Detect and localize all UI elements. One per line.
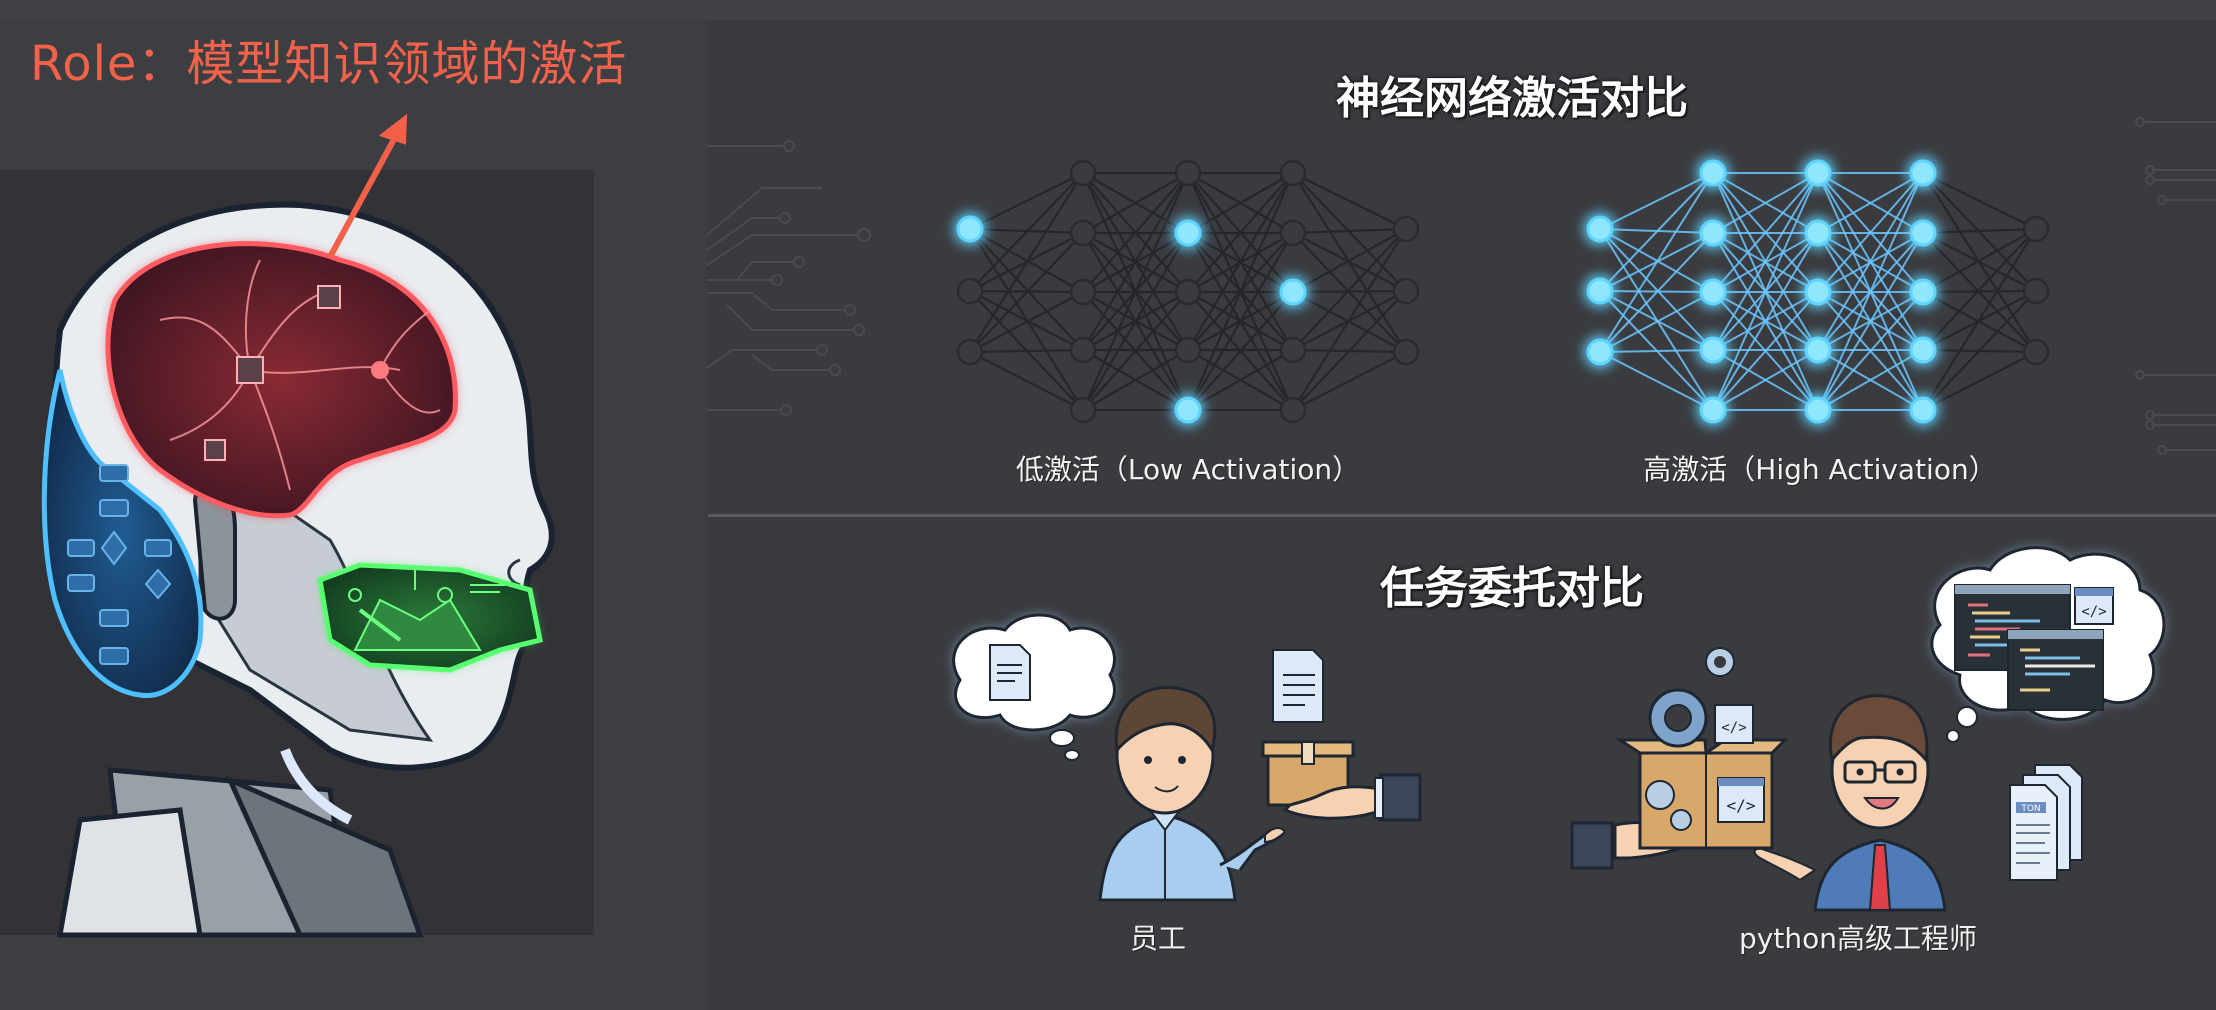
svg-text:</>: </> [2081,604,2106,620]
inactive-neuron [1069,278,1097,306]
high-activation-network [1584,157,2050,426]
inactive-neuron [956,277,984,305]
inactive-neuron [1279,219,1307,247]
high-activation-label: 高激活（High Activation） [1643,453,1997,486]
inactive-neuron [1069,336,1097,364]
active-neuron [1909,219,1937,247]
employee-thought-cloud [952,613,1116,761]
engineer-illustration: </> </> </> [1570,546,2166,912]
active-neuron [1586,277,1614,305]
inactive-neuron [1392,215,1420,243]
inactive-neuron [1174,336,1202,364]
svg-text:</>: </> [1721,720,1746,736]
active-neuron [956,215,984,243]
inactive-neuron [1174,278,1202,306]
low-activation-network [954,159,1420,426]
active-neuron [1804,159,1832,187]
employee-illustration [952,613,1422,902]
pointer-arrow [327,113,408,259]
active-neuron [1804,219,1832,247]
inactive-neuron [956,338,984,366]
code-icon [1714,704,1754,744]
inactive-neuron [1279,336,1307,364]
active-neuron [1909,396,1937,424]
circuit-decoration-left [706,140,871,416]
active-neuron [1279,278,1307,306]
delegation-comparison-title: 任务委托对比 [1380,563,1644,614]
inactive-neuron [1392,338,1420,366]
engineer-label: python高级工程师 [1739,922,1977,955]
role-title: Role：模型知识领域的激活 [30,36,628,92]
active-neuron [1174,396,1202,424]
inactive-neuron [1174,159,1202,187]
inactive-neuron [2022,277,2050,305]
inactive-neuron [1069,396,1097,424]
active-neuron [1699,278,1727,306]
inactive-neuron [2022,215,2050,243]
engineer-person [1753,694,1947,912]
active-neuron [1699,219,1727,247]
active-neuron [1909,159,1937,187]
active-neuron [1586,215,1614,243]
brain-region [105,241,458,519]
active-neuron [1909,278,1937,306]
code-windows-icon: </> [1954,584,2114,711]
network-comparison-title: 神经网络激活对比 [1336,73,1688,124]
active-neuron [1699,159,1727,187]
inactive-neuron [1279,396,1307,424]
handed-items [1261,649,1422,822]
inactive-neuron [1069,159,1097,187]
active-neuron [1174,219,1202,247]
active-neuron [1804,396,1832,424]
inactive-neuron [1069,219,1097,247]
handed-items: </> </> [1570,647,1789,870]
document-stack-icon: TON [2009,764,2083,881]
svg-text:</>: </> [1727,796,1756,815]
active-neuron [1804,336,1832,364]
low-activation-label: 低激活（Low Activation） [1015,453,1361,486]
employee-label: 员工 [1129,922,1187,955]
inactive-neuron [2022,338,2050,366]
engineer-thought-cloud: </> [1930,546,2166,743]
top-band [0,0,2216,20]
svg-text:TON: TON [2020,804,2040,814]
circuit-decoration-right [2135,117,2216,455]
active-neuron [1909,336,1937,364]
active-neuron [1699,336,1727,364]
inactive-neuron [1392,277,1420,305]
active-neuron [1586,338,1614,366]
section-divider [708,514,2216,517]
inactive-neuron [1279,159,1307,187]
active-neuron [1699,396,1727,424]
robot-head-illustration [41,201,555,938]
employee-person [1098,686,1287,902]
active-neuron [1804,278,1832,306]
